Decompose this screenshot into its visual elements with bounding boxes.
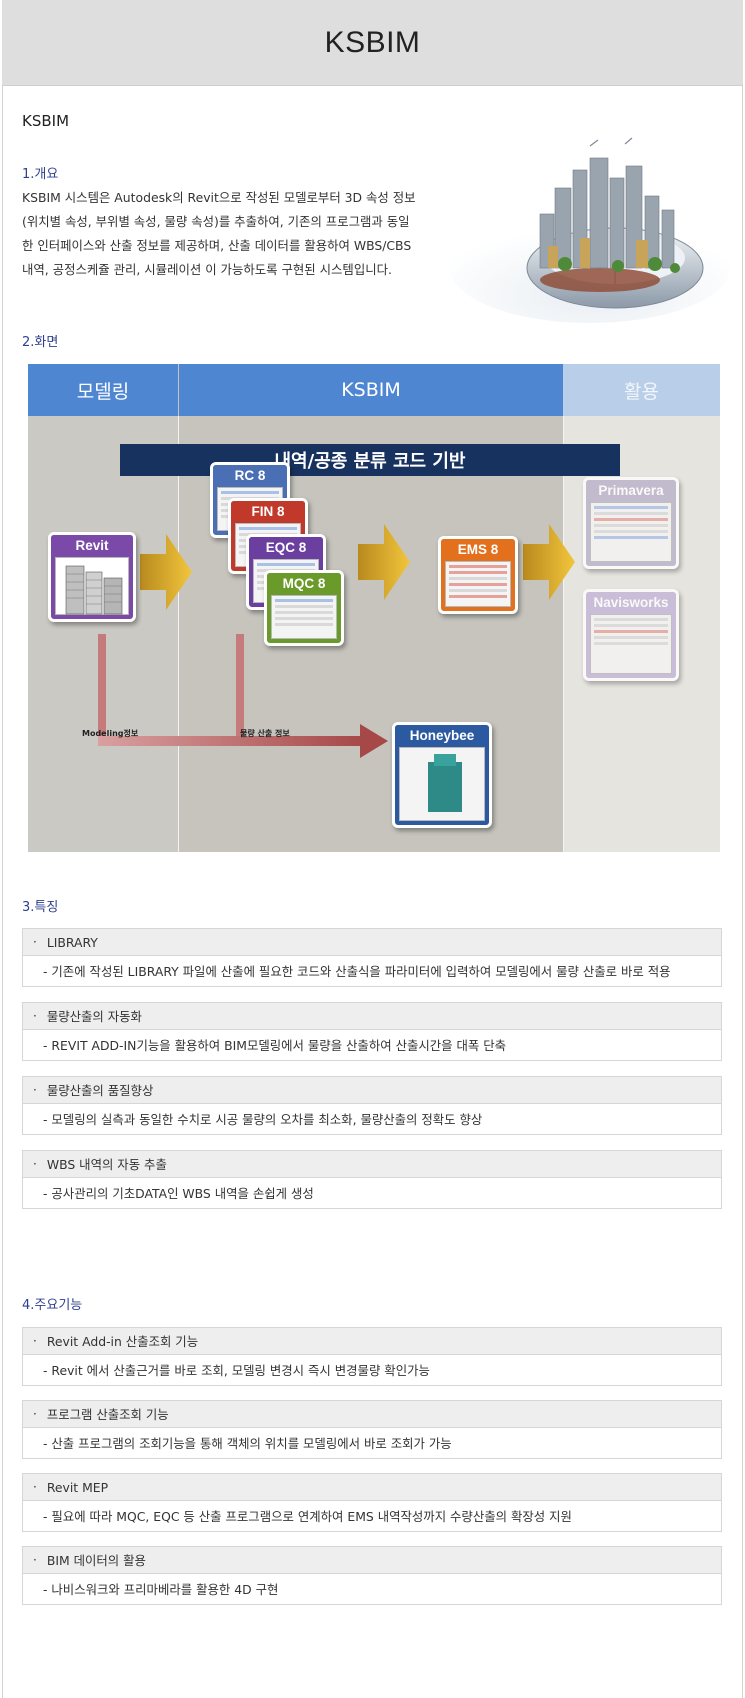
feature-head-text: 물량산출의 자동화: [46, 1009, 142, 1024]
column-divider: [178, 416, 179, 852]
overview-line: 한 인터페이스와 산출 정보를 제공하며, 산출 데이터를 활용하여 WBS/C…: [22, 238, 412, 253]
function-item: · 프로그램 산출조회 기능 - 산출 프로그램의 조회기능을 통해 객체의 위치…: [22, 1400, 722, 1459]
function-body: - 나비스워크와 프리마베라를 활용한 4D 구현: [22, 1574, 722, 1605]
features-title: 3.특징: [22, 900, 59, 915]
feature-head-text: 물량산출의 품질향상: [46, 1083, 154, 1098]
screen-title: 2.화면: [22, 335, 59, 350]
function-head-text: Revit Add-in 산출조회 기능: [46, 1334, 199, 1349]
fin-label: FIN 8: [231, 501, 305, 521]
honeybee-label: Honeybee: [395, 725, 489, 745]
page-title: KSBIM: [324, 25, 421, 59]
bullet-icon: ·: [33, 1157, 37, 1171]
primavera-box: Primavera: [583, 477, 679, 569]
function-head-text: BIM 데이터의 활용: [46, 1553, 146, 1568]
bullet-icon: ·: [33, 1553, 37, 1567]
primavera-screenshot: [590, 502, 672, 562]
mqc-screenshot: [271, 595, 337, 639]
ems-box: EMS 8: [438, 536, 518, 614]
honeybee-box: Honeybee: [392, 722, 492, 828]
modeling-info-label: Modeling정보: [82, 729, 139, 738]
feature-item: · WBS 내역의 자동 추출 - 공사관리의 기초DATA인 WBS 내역을 손…: [22, 1150, 722, 1209]
mqc-label: MQC 8: [267, 573, 341, 593]
function-body: - Revit 에서 산출근거를 바로 조회, 모델링 변경시 즉시 변경물량 …: [22, 1355, 722, 1386]
column-header-use: 활용: [563, 364, 720, 416]
main-functions-title: 4.주요기능: [22, 1298, 83, 1313]
bullet-icon: ·: [33, 1480, 37, 1494]
navisworks-screenshot: [590, 614, 672, 674]
function-head-text: 프로그램 산출조회 기능: [46, 1407, 169, 1422]
function-item: · Revit Add-in 산출조회 기능 - Revit 에서 산출근거를 바…: [22, 1327, 722, 1386]
feature-body: - 기존에 작성된 LIBRARY 파일에 산출에 필요한 코드와 산출식을 파…: [22, 956, 722, 987]
overview-line: (위치별 속성, 부위별 속성, 물량 속성)를 추출하여, 기존의 프로그램과…: [22, 214, 410, 229]
function-item: · BIM 데이터의 활용 - 나비스워크와 프리마베라를 활용한 4D 구현: [22, 1546, 722, 1605]
column-header-modeling: 모델링: [28, 364, 178, 416]
page-banner: KSBIM: [2, 0, 743, 86]
bullet-icon: ·: [33, 1407, 37, 1421]
building-image: [55, 557, 129, 615]
rc-label: RC 8: [213, 465, 287, 485]
ems-screenshot: [445, 561, 511, 607]
navisworks-box: Navisworks: [583, 589, 679, 681]
function-body: - 산출 프로그램의 조회기능을 통해 객체의 위치를 모델링에서 바로 조회가…: [22, 1428, 722, 1459]
overview-line: 내역, 공정스케쥴 관리, 시뮬레이션 이 가능하도록 구현된 시스템입니다.: [22, 262, 392, 277]
mqc-box: MQC 8: [264, 570, 344, 646]
feature-item: · LIBRARY - 기존에 작성된 LIBRARY 파일에 산출에 필요한 코…: [22, 928, 722, 987]
flow-arrow: [140, 534, 192, 610]
feature-body: - 공사관리의 기초DATA인 WBS 내역을 손쉽게 생성: [22, 1178, 722, 1209]
overview-line: KSBIM 시스템은 Autodesk의 Revit으로 작성된 모델로부터 3…: [22, 190, 416, 205]
function-head: · 프로그램 산출조회 기능: [22, 1400, 722, 1428]
flow-arrow: [358, 524, 410, 600]
city-mouse-illustration: [450, 137, 730, 323]
revit-box: Revit: [48, 532, 136, 622]
feature-body: - 모델링의 실측과 동일한 수치로 시공 물량의 오차를 최소화, 물량산출의…: [22, 1104, 722, 1135]
function-head: · Revit Add-in 산출조회 기능: [22, 1327, 722, 1355]
feature-item: · 물량산출의 자동화 - REVIT ADD-IN기능을 활용하여 BIM모델링…: [22, 1002, 722, 1061]
column-header-ksbim: KSBIM: [179, 364, 563, 416]
feature-head: · WBS 내역의 자동 추출: [22, 1150, 722, 1178]
feature-body: - REVIT ADD-IN기능을 활용하여 BIM모델링에서 물량을 산출하여…: [22, 1030, 722, 1061]
honeybee-screenshot: [399, 747, 485, 821]
bullet-icon: ·: [33, 1009, 37, 1023]
overview-text: KSBIM 시스템은 Autodesk의 Revit으로 작성된 모델로부터 3…: [22, 186, 442, 282]
feature-item: · 물량산출의 품질향상 - 모델링의 실측과 동일한 수치로 시공 물량의 오차…: [22, 1076, 722, 1135]
navisworks-label: Navisworks: [586, 592, 676, 612]
function-item: · Revit MEP - 필요에 따라 MQC, EQC 등 산출 프로그램으로…: [22, 1473, 722, 1532]
function-head: · BIM 데이터의 활용: [22, 1546, 722, 1574]
feature-head-text: LIBRARY: [46, 934, 98, 950]
flow-arrow: [523, 524, 575, 600]
overview-title: 1.개요: [22, 167, 59, 182]
data-flow-pipe: [98, 634, 388, 758]
bullet-icon: ·: [33, 1083, 37, 1097]
feature-head: · 물량산출의 자동화: [22, 1002, 722, 1030]
ems-label: EMS 8: [441, 539, 515, 559]
function-head: · Revit MEP: [22, 1473, 722, 1501]
function-body: - 필요에 따라 MQC, EQC 등 산출 프로그램으로 연계하여 EMS 내…: [22, 1501, 722, 1532]
system-diagram: 모델링 KSBIM 활용 내역/공종 분류 코드 기반 Revit: [28, 364, 720, 852]
column-divider: [563, 416, 564, 852]
revit-label: Revit: [51, 535, 133, 555]
eqc-label: EQC 8: [249, 537, 323, 557]
quantity-info-label: 물량 산출 정보: [240, 729, 290, 738]
code-basis-bar: 내역/공종 분류 코드 기반: [120, 444, 620, 476]
bullet-icon: ·: [33, 1334, 37, 1348]
bullet-icon: ·: [33, 935, 37, 949]
section-subtitle: KSBIM: [22, 112, 70, 130]
feature-head-text: WBS 내역의 자동 추출: [46, 1157, 167, 1172]
feature-head: · LIBRARY: [22, 928, 722, 956]
function-head-text: Revit MEP: [46, 1479, 109, 1495]
primavera-label: Primavera: [586, 480, 676, 500]
feature-head: · 물량산출의 품질향상: [22, 1076, 722, 1104]
